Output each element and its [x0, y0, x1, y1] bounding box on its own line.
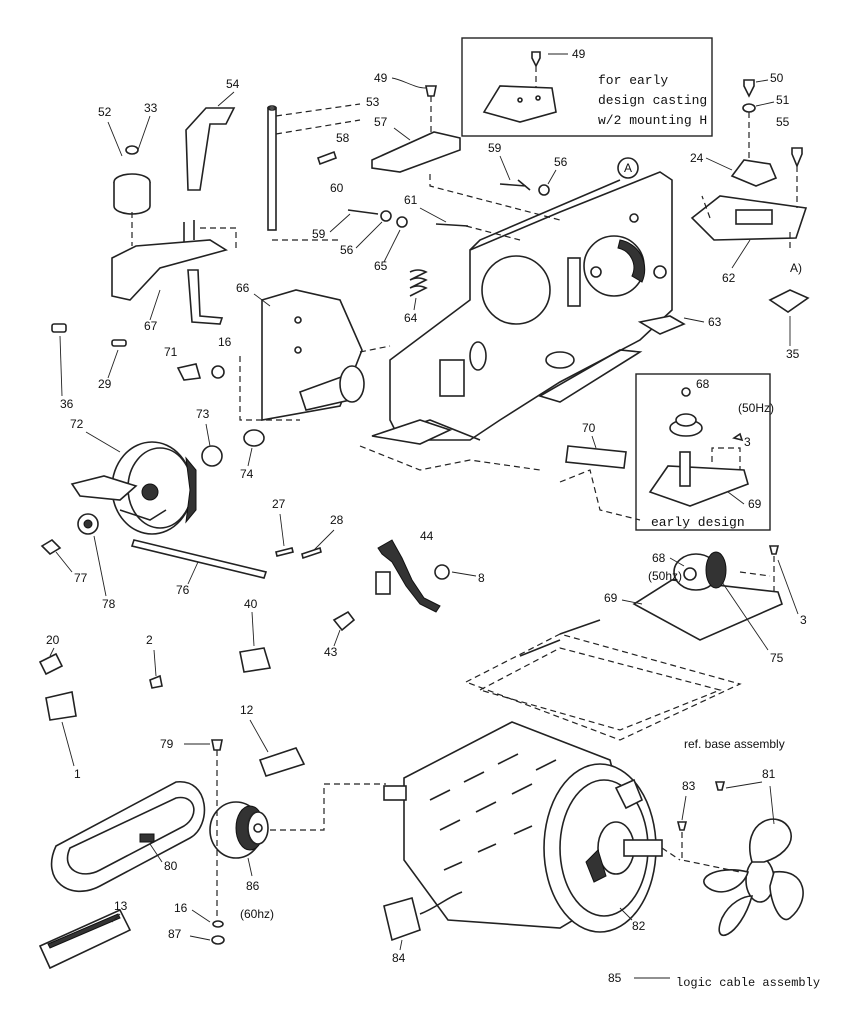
- pulley-86: [209, 739, 386, 945]
- left-mechanism: [111, 105, 277, 325]
- callout-65: 65: [374, 259, 388, 273]
- early-casting-inset: for early design casting w/2 mounting H: [461, 37, 713, 137]
- callout-59-top: 59: [488, 141, 502, 155]
- callout-56: 56: [340, 243, 354, 257]
- pulley-68-assembly: [632, 545, 783, 641]
- callout-56-top: 56: [554, 155, 568, 169]
- fan-81: [661, 781, 804, 937]
- callout-60: 60: [330, 181, 344, 195]
- callout-53: 53: [366, 95, 380, 109]
- callout-3: 3: [800, 613, 807, 627]
- callout-67: 67: [144, 319, 158, 333]
- freq-60hz-label: (60hz): [240, 907, 274, 921]
- early-casting-note-line3: w/2 mounting H: [598, 113, 707, 128]
- callout-75: 75: [770, 651, 784, 665]
- callout-24: 24: [690, 151, 704, 165]
- callout-35: 35: [786, 347, 800, 361]
- main-casting: A: [371, 157, 686, 445]
- bracket-and-screws: [272, 85, 561, 241]
- callout-2: 2: [146, 633, 153, 647]
- early-casting-note-line2: design casting: [598, 93, 707, 108]
- connector-13: [38, 908, 132, 970]
- callout-1: 1: [74, 767, 81, 781]
- callout-76: 76: [176, 583, 190, 597]
- callout-80: 80: [164, 859, 178, 873]
- callout-57: 57: [374, 115, 388, 129]
- callout-68-box: 68: [696, 377, 710, 391]
- callout-44: 44: [420, 529, 434, 543]
- callout-71: 71: [164, 345, 178, 359]
- cable-44: [332, 445, 641, 632]
- callout-3-box: 3: [744, 435, 751, 449]
- callout-74: 74: [240, 467, 254, 481]
- callout-87: 87: [168, 927, 182, 941]
- callout-28: 28: [330, 513, 344, 527]
- callout-72: 72: [70, 417, 84, 431]
- callout-70: 70: [582, 421, 596, 435]
- callout-63: 63: [708, 315, 722, 329]
- callout-69: 69: [604, 591, 618, 605]
- callout-16-top: 16: [218, 335, 232, 349]
- callout-61: 61: [404, 193, 418, 207]
- base-assembly: ref. base assembly: [464, 619, 785, 751]
- callout-13: 13: [114, 899, 128, 913]
- lower-left-parts: [38, 647, 306, 777]
- callout-78: 78: [102, 597, 116, 611]
- top-right-parts: [690, 79, 810, 313]
- small-parts-left: [51, 323, 265, 467]
- callout-27: 27: [272, 497, 286, 511]
- callout-50: 50: [770, 71, 784, 85]
- callout-8: 8: [478, 571, 485, 585]
- callout-29: 29: [98, 377, 112, 391]
- callout-54: 54: [226, 77, 240, 91]
- callout-33: 33: [144, 101, 158, 115]
- early-casting-note-line1: for early: [598, 73, 668, 88]
- callout-36: 36: [60, 397, 74, 411]
- callout-59: 59: [312, 227, 326, 241]
- callout-84: 84: [392, 951, 406, 965]
- callout-64: 64: [404, 311, 418, 325]
- callout-62: 62: [722, 271, 736, 285]
- connector-84: [383, 891, 463, 942]
- spring-64: [409, 269, 428, 297]
- pulley-72: [40, 441, 197, 556]
- freq-50hz-box-label: (50Hz): [738, 401, 774, 415]
- shaft-bracket: [239, 289, 391, 421]
- callout-49-top: 49: [572, 47, 586, 61]
- callout-43: 43: [324, 645, 338, 659]
- early-design-label: early design: [651, 515, 745, 530]
- early-design-inset: (50Hz) early design: [635, 373, 774, 531]
- callout-12: 12: [240, 703, 254, 717]
- callout-83: 83: [682, 779, 696, 793]
- logic-cable-label: logic cable assembly: [676, 976, 820, 990]
- callout-66: 66: [236, 281, 250, 295]
- marker-a-top: A: [624, 161, 632, 175]
- callout-82: 82: [632, 919, 646, 933]
- callout-86: 86: [246, 879, 260, 893]
- callout-77: 77: [74, 571, 88, 585]
- callout-68: 68: [652, 551, 666, 565]
- callout-labels: 49 49 50 51 52 33 54 53 55 57 58 59 56 2…: [46, 47, 820, 990]
- callout-79: 79: [160, 737, 174, 751]
- callout-52: 52: [98, 105, 112, 119]
- callout-20: 20: [46, 633, 60, 647]
- freq-50hz-label: (50hz): [648, 569, 682, 583]
- callout-55: 55: [776, 115, 790, 129]
- callout-49: 49: [374, 71, 388, 85]
- callout-16: 16: [174, 901, 188, 915]
- belt-80: [50, 781, 206, 892]
- callout-73: 73: [196, 407, 210, 421]
- callout-51: 51: [776, 93, 790, 107]
- callout-58: 58: [336, 131, 350, 145]
- callout-69-box: 69: [748, 497, 762, 511]
- plate-70: [565, 445, 627, 469]
- base-assembly-label: ref. base assembly: [684, 737, 785, 751]
- motor-82: [383, 721, 663, 933]
- marker-a-right: A): [790, 261, 802, 275]
- rod-and-pins: [130, 539, 322, 579]
- callout-85: 85: [608, 971, 622, 985]
- callout-40: 40: [244, 597, 258, 611]
- callout-81: 81: [762, 767, 776, 781]
